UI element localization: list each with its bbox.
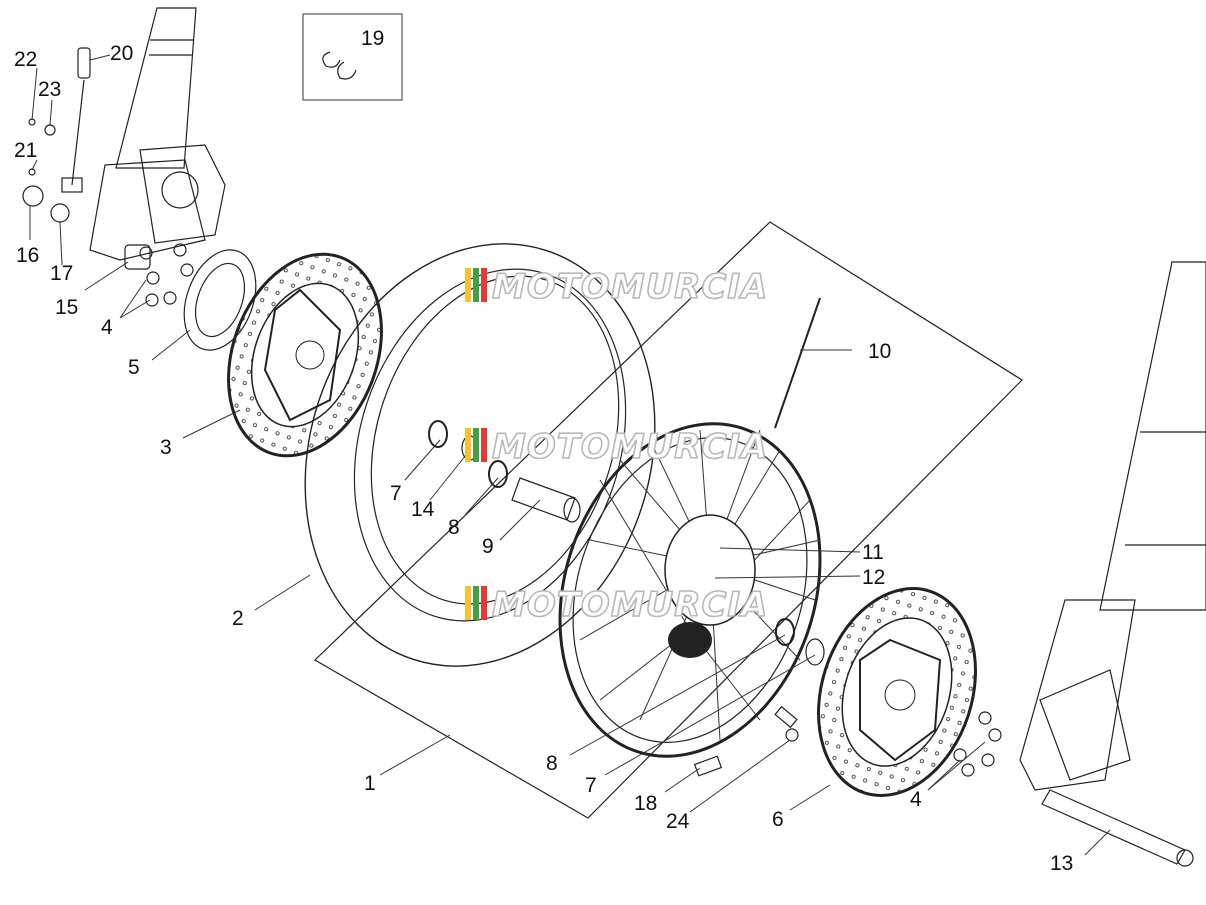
callout-14: 14: [411, 498, 435, 521]
watermark-text-middle: MOTOMURCIA: [492, 427, 768, 467]
watermark-top: MOTOMURCIA: [465, 266, 768, 308]
callout-10: 10: [868, 340, 891, 363]
spoked-rim: [558, 422, 822, 758]
callout-7-upper: 7: [390, 482, 402, 505]
right-brake-disc: [817, 587, 977, 797]
callout-3: 3: [160, 436, 172, 459]
callout-4-left: 4: [101, 316, 113, 339]
callout-16: 16: [16, 244, 39, 267]
callout-11: 11: [862, 541, 884, 564]
callout-2: 2: [232, 607, 244, 630]
callout-8-lower: 8: [546, 752, 558, 775]
watermark-middle: MOTOMURCIA: [465, 426, 768, 468]
callout-18: 18: [634, 792, 657, 815]
watermark-text-top: MOTOMURCIA: [492, 267, 768, 307]
callout-6: 6: [772, 808, 784, 831]
right-fork-leg: [1019, 261, 1206, 791]
clip-icon: [322, 51, 357, 80]
callout-15: 15: [55, 296, 78, 319]
leader-lines: [29, 54, 1111, 856]
watermark-text-bottom: MOTOMURCIA: [492, 585, 768, 625]
callout-labels: 22 20 23 21 16 17 15 4 5 3 19 10 7 14 8 …: [14, 27, 1073, 875]
left-brake-disc: [227, 252, 383, 458]
wheel-assembly-outline: [314, 221, 1023, 819]
callout-21: 21: [14, 139, 37, 162]
watermark-bottom: MOTOMURCIA: [465, 584, 768, 626]
callout-19: 19: [361, 27, 384, 50]
callout-17: 17: [50, 262, 73, 285]
callout-20: 20: [110, 42, 133, 65]
callout-7-lower: 7: [585, 774, 597, 797]
tyre: [304, 243, 656, 667]
left-brake-caliper: [139, 144, 226, 244]
small-fasteners-left: [22, 118, 151, 270]
callout-13: 13: [1050, 852, 1073, 875]
callout-8-upper: 8: [448, 516, 460, 539]
callout-12: 12: [862, 566, 885, 589]
bolts-left: [139, 243, 194, 307]
spoke-part: [774, 297, 821, 429]
callout-22: 22: [14, 48, 37, 71]
callout-5: 5: [128, 356, 140, 379]
inset-box-19: [302, 13, 403, 101]
callout-1: 1: [364, 772, 376, 795]
callout-23: 23: [38, 78, 61, 101]
left-fork-leg: [89, 7, 206, 261]
front-axle: [1041, 789, 1194, 867]
callout-24: 24: [666, 810, 690, 833]
callout-4-right: 4: [910, 788, 922, 811]
bolts-right: [953, 711, 1002, 777]
abs-sensor-part: [61, 47, 91, 193]
callout-9: 9: [482, 535, 494, 558]
